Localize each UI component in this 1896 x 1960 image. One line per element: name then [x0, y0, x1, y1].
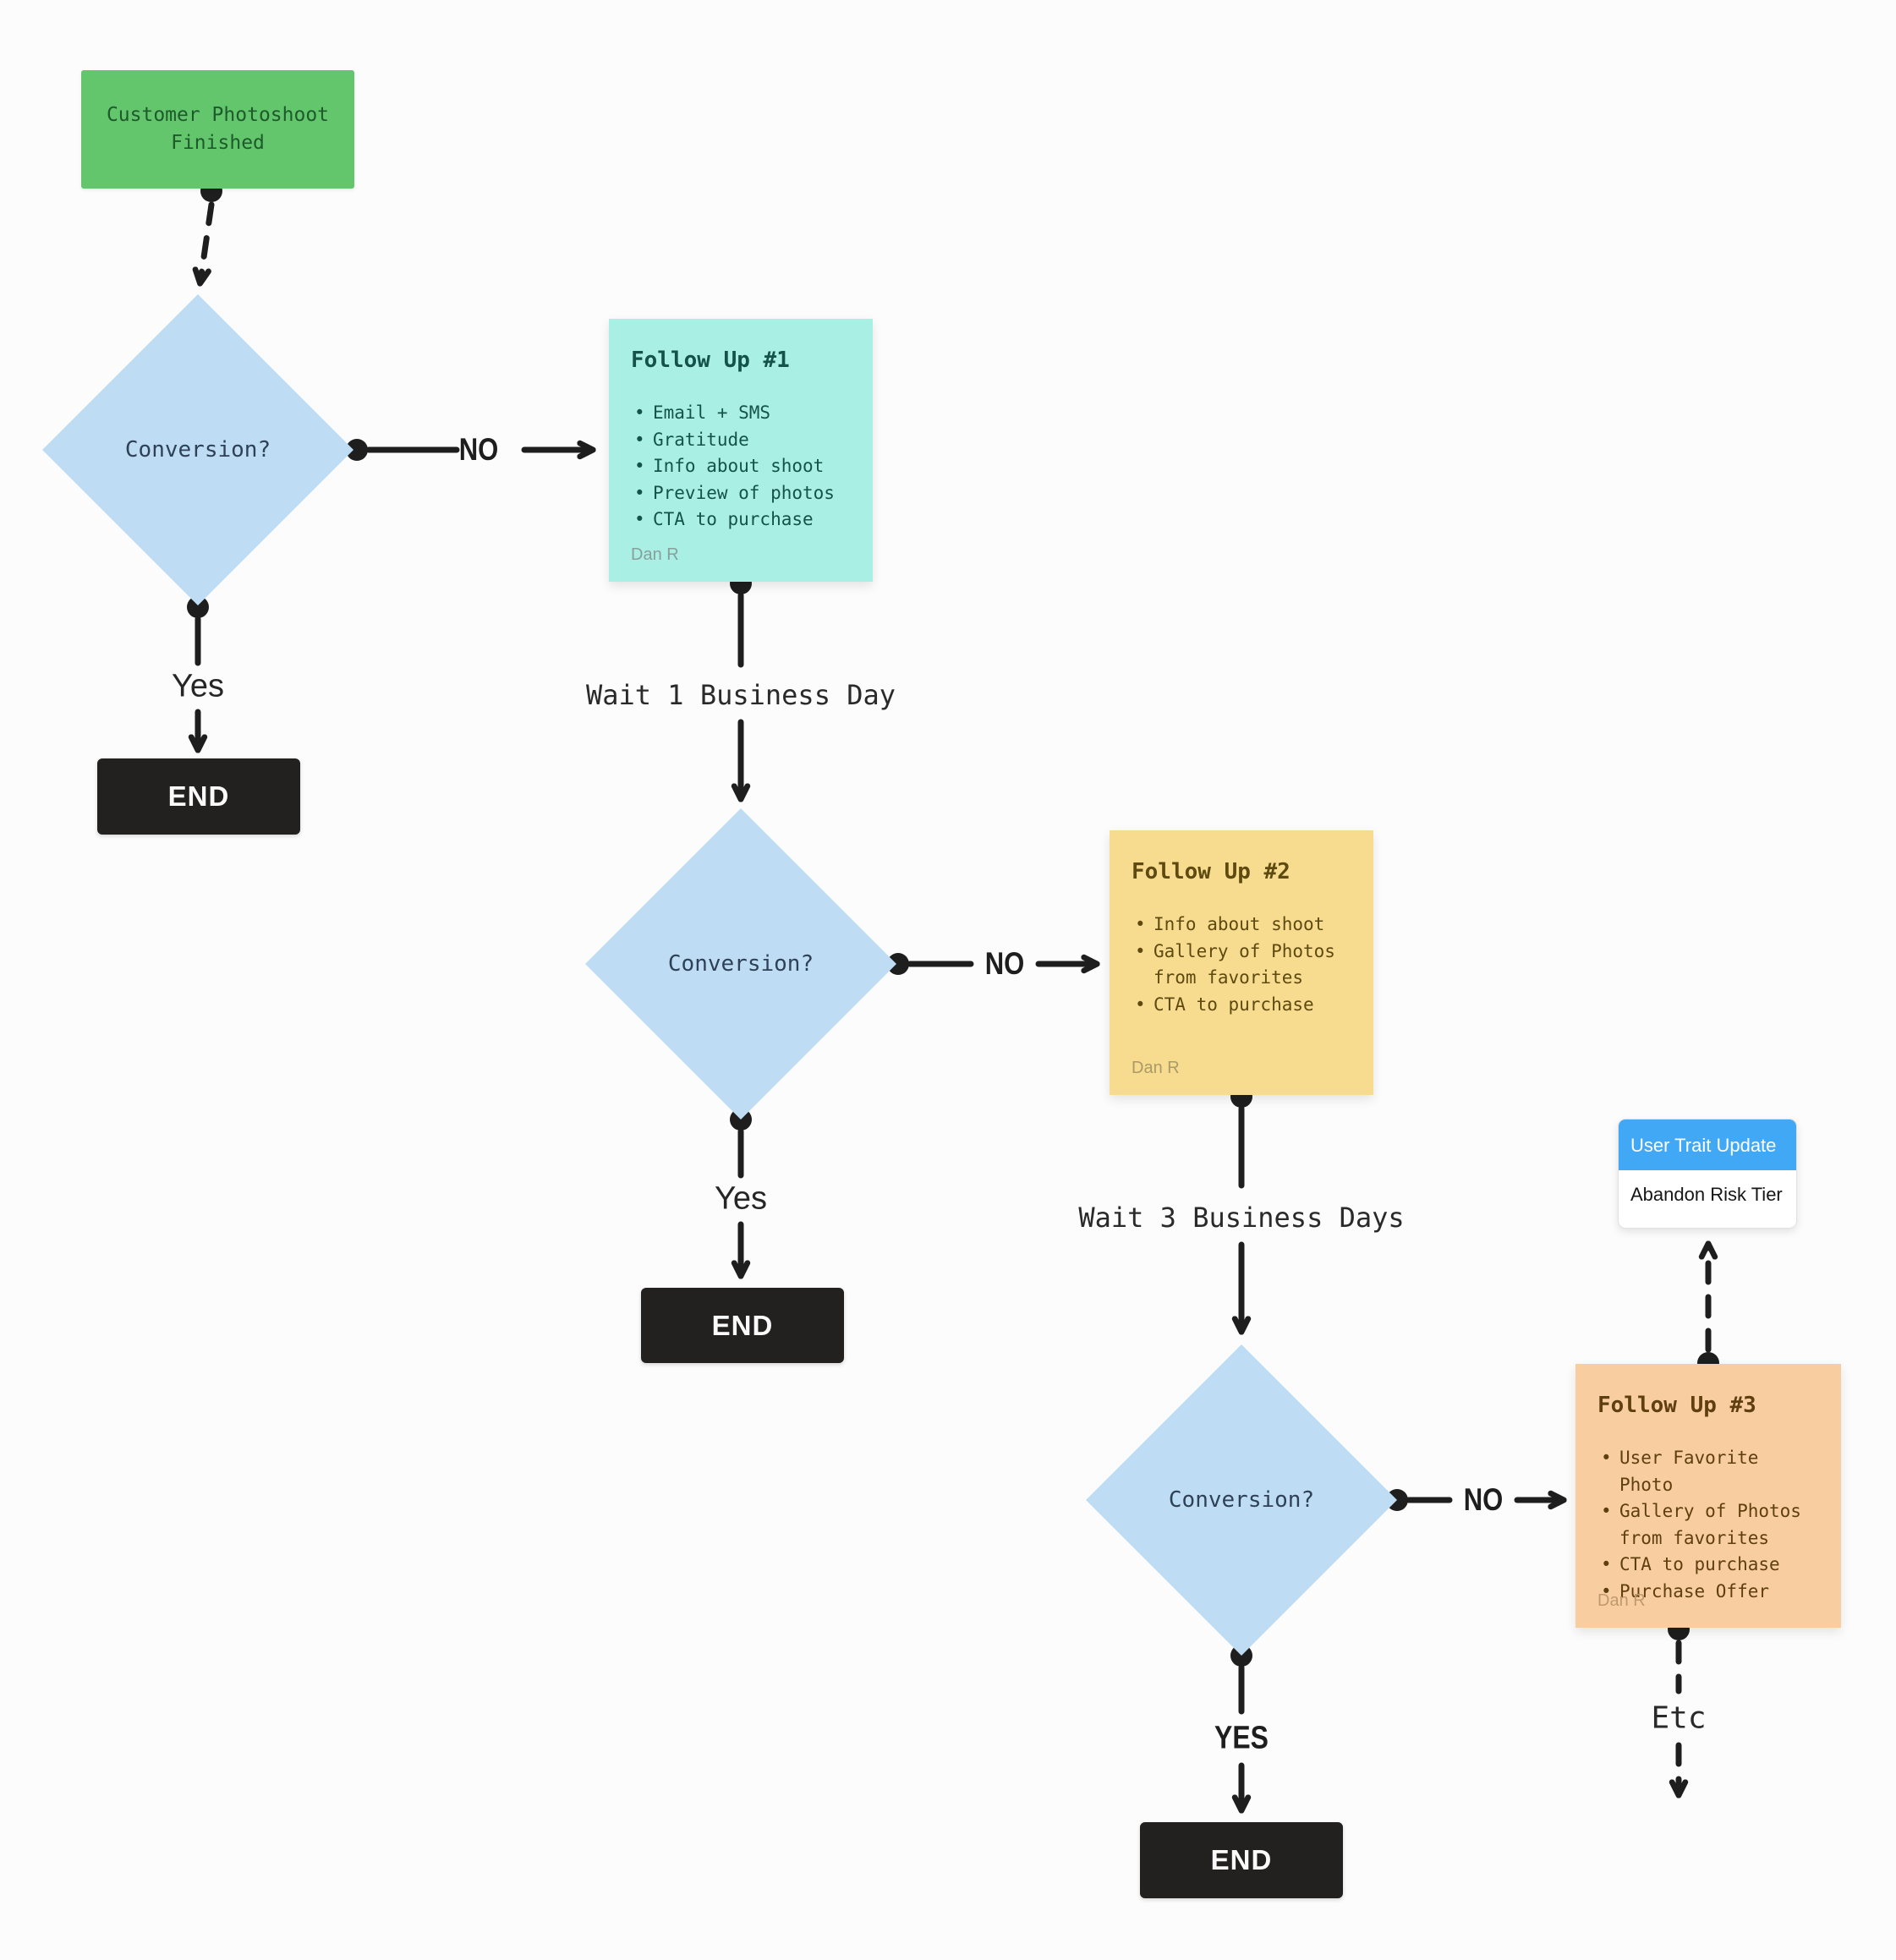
connector-lines	[188, 201, 1718, 1814]
end-label: END	[711, 1309, 774, 1341]
bullet-item: CTA to purchase	[1132, 992, 1353, 1019]
note-title: Follow Up #1	[631, 348, 790, 373]
bullet-icon	[1135, 912, 1153, 939]
bullet-icon	[1135, 992, 1153, 1019]
bullet-icon	[1601, 1445, 1619, 1498]
bullet-item: Preview of photos	[631, 480, 852, 507]
edge-label-etc: Etc	[1651, 1700, 1707, 1736]
note-bullet-list: Info about shoot Gallery of Photos from …	[1132, 912, 1353, 1018]
bullet-icon	[634, 506, 653, 534]
note-author: Dan R	[631, 545, 679, 564]
bullet-item: Purchase Offer	[1597, 1579, 1821, 1606]
bullet-item: CTA to purchase	[631, 506, 852, 534]
note-follow-up-1: Follow Up #1 Email + SMS Gratitude Info …	[609, 319, 873, 582]
note-follow-up-2: Follow Up #2 Info about shoot Gallery of…	[1110, 830, 1373, 1095]
card-body: Abandon Risk Tier	[1630, 1184, 1783, 1205]
end-label: END	[167, 780, 230, 812]
edge-label-no-2: NO	[984, 946, 1025, 981]
bullet-icon	[634, 453, 653, 480]
end-node-1: END	[97, 758, 300, 835]
note-author: Dan R	[1597, 1591, 1646, 1610]
edge-label-no-1: NO	[458, 432, 499, 467]
bullet-icon	[1601, 1498, 1619, 1552]
edge-label-yes-3: YES	[1214, 1720, 1269, 1756]
bullet-item: Info about shoot	[631, 453, 852, 480]
bullet-item: User Favorite Photo	[1597, 1445, 1821, 1498]
decision-label: Conversion?	[667, 951, 814, 977]
bullet-icon	[634, 400, 653, 427]
bullet-item: Info about shoot	[1132, 912, 1353, 939]
bullet-icon	[634, 480, 653, 507]
user-trait-update-card: User Trait Update Abandon Risk Tier	[1618, 1119, 1797, 1229]
card-header: User Trait Update	[1619, 1120, 1796, 1170]
bullet-item: CTA to purchase	[1597, 1552, 1821, 1579]
start-node: Customer Photoshoot Finished	[81, 70, 354, 189]
end-node-2: END	[641, 1288, 844, 1363]
edge-label-wait-3: Wait 3 Business Days	[1078, 1202, 1405, 1234]
note-bullet-list: User Favorite Photo Gallery of Photos fr…	[1597, 1445, 1821, 1605]
edge-label-wait-1: Wait 1 Business Day	[585, 679, 896, 711]
note-author: Dan R	[1132, 1059, 1180, 1077]
start-node-label: Customer Photoshoot Finished	[106, 103, 330, 154]
bullet-item: Gallery of Photos from favorites	[1132, 939, 1353, 992]
decision-label: Conversion?	[124, 437, 271, 463]
edge-label-yes-1: Yes	[172, 668, 224, 704]
note-bullet-list: Email + SMS Gratitude Info about shoot P…	[631, 400, 852, 534]
connector-dots	[187, 180, 1719, 1667]
dashed-connector	[192, 201, 1718, 1798]
note-title: Follow Up #3	[1597, 1393, 1756, 1418]
edge-label-yes-2: Yes	[715, 1180, 767, 1217]
end-node-3: END	[1140, 1822, 1343, 1898]
bullet-item: Gallery of Photos from favorites	[1597, 1498, 1821, 1552]
bullet-icon	[1601, 1552, 1619, 1579]
decision-label: Conversion?	[1168, 1487, 1315, 1513]
note-title: Follow Up #2	[1132, 859, 1290, 884]
bullet-icon	[1135, 939, 1153, 992]
bullet-icon	[634, 427, 653, 454]
note-follow-up-3: Follow Up #3 User Favorite Photo Gallery…	[1575, 1364, 1841, 1628]
edge-label-no-3: NO	[1463, 1482, 1504, 1517]
bullet-item: Email + SMS	[631, 400, 852, 427]
bullet-item: Gratitude	[631, 427, 852, 454]
end-label: END	[1210, 1844, 1273, 1875]
